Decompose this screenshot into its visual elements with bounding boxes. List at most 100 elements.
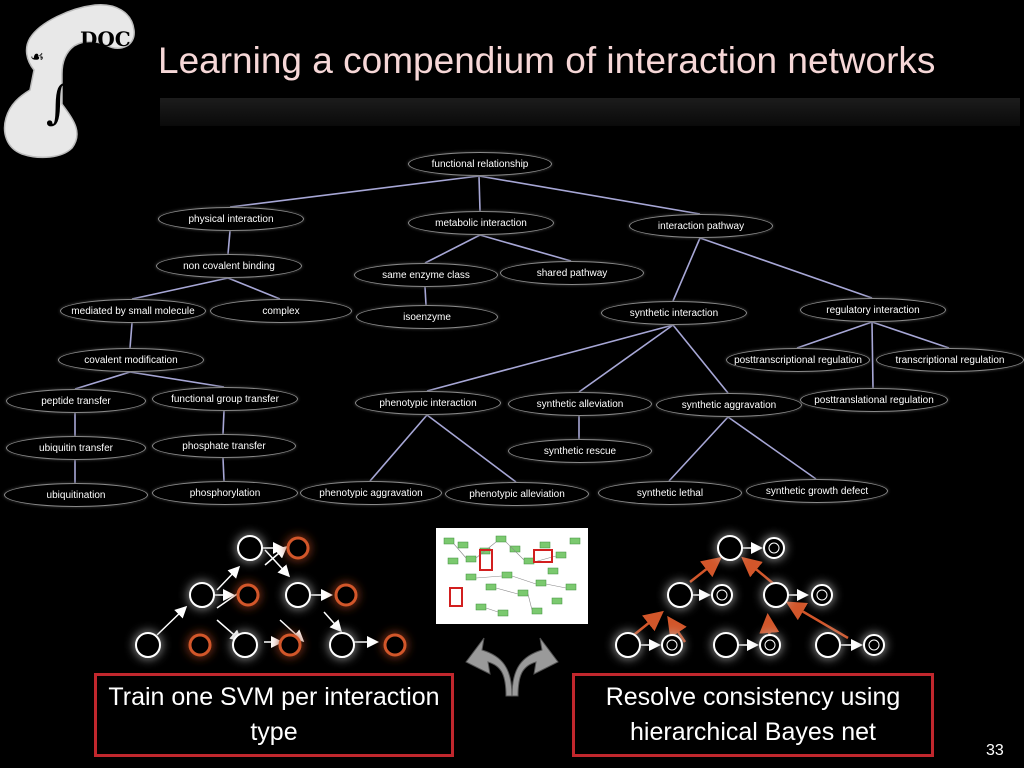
ontology-node-metabolic-interaction: metabolic interaction — [408, 211, 554, 235]
ontology-node-non-covalent-binding: non covalent binding — [156, 254, 302, 278]
ontology-edge — [478, 175, 701, 215]
svm-node — [334, 583, 358, 607]
page-number: 33 — [986, 742, 1004, 759]
ontology-node-posttranslational-regulation: posttranslational regulation — [800, 388, 948, 412]
bayes-node — [759, 634, 781, 656]
ontology-edge — [426, 414, 517, 483]
svm-node — [383, 633, 407, 657]
edge-arrow — [264, 546, 288, 566]
network-node — [237, 535, 263, 561]
orange-edge-arrow — [689, 556, 722, 583]
svg-text:☙: ☙ — [30, 47, 44, 66]
ontology-edge — [222, 457, 225, 482]
ontology-edge — [424, 286, 427, 306]
bayes-callout: Resolve consistency using hierarchical B… — [572, 673, 934, 757]
ontology-node-phenotypic-aggravation: phenotypic aggravation — [300, 481, 442, 505]
ontology-node-covalent-modification: covalent modification — [58, 348, 204, 372]
svm-node — [286, 536, 310, 560]
ontology-node-mediated-by-small-molecule: mediated by small molecule — [60, 299, 206, 323]
bayes-node — [811, 584, 833, 606]
ontology-edge — [672, 237, 701, 302]
ontology-node-regulatory-interaction: regulatory interaction — [800, 298, 946, 322]
network-node — [815, 632, 841, 658]
svm-node — [188, 633, 212, 657]
ontology-edge — [426, 324, 674, 392]
ontology-node-peptide-transfer: peptide transfer — [6, 389, 146, 413]
orange-edge-arrow — [629, 610, 664, 639]
ontology-edge — [668, 416, 729, 482]
ontology-edge — [727, 416, 817, 480]
ontology-node-functional-relationship: functional relationship — [408, 152, 552, 176]
ontology-edge — [369, 414, 428, 482]
ontology-node-complex: complex — [210, 299, 352, 323]
ontology-node-synthetic-growth-defect: synthetic growth defect — [746, 479, 888, 503]
ontology-node-same-enzyme-class: same enzyme class — [354, 263, 498, 287]
ontology-node-shared-pathway: shared pathway — [500, 261, 644, 285]
ontology-node-transcriptional-regulation: transcriptional regulation — [876, 348, 1024, 372]
network-node — [667, 582, 693, 608]
ontology-edge — [229, 175, 480, 208]
ontology-node-phenotypic-alleviation: phenotypic alleviation — [445, 482, 589, 506]
network-node — [135, 632, 161, 658]
logo-icon: ∫ DOC ☙ — [3, 4, 135, 159]
ontology-node-functional-group-transfer: functional group transfer — [152, 387, 298, 411]
ontology-edge — [479, 234, 572, 262]
ontology-edge — [222, 410, 225, 435]
svm-callout: Train one SVM per interaction type — [94, 673, 454, 757]
edge-arrow — [279, 619, 305, 643]
pathway-thumbnail — [436, 528, 588, 624]
ontology-edge — [131, 277, 229, 300]
ontology-node-interaction-pathway: interaction pathway — [629, 214, 773, 238]
ontology-edge — [424, 234, 481, 264]
title-underline — [160, 98, 1020, 126]
ontology-node-synthetic-aggravation: synthetic aggravation — [656, 393, 802, 417]
edge-arrow — [264, 549, 291, 578]
network-node — [713, 632, 739, 658]
svm-node — [236, 583, 260, 607]
ontology-node-ubiquitin-transfer: ubiquitin transfer — [6, 436, 146, 460]
network-node — [615, 632, 641, 658]
svm-network-diagram — [135, 535, 407, 658]
bayes-node — [711, 584, 733, 606]
ontology-edge — [227, 277, 281, 300]
ontology-edge — [672, 324, 729, 394]
network-node — [763, 582, 789, 608]
edge-arrow — [323, 611, 342, 633]
pathway-thumbnail-graphic — [443, 535, 581, 617]
svg-text:∫: ∫ — [46, 75, 70, 129]
ontology-edge — [227, 230, 231, 255]
ontology-node-synthetic-alleviation: synthetic alleviation — [508, 392, 652, 416]
orange-edge-arrow — [667, 615, 687, 643]
ontology-edge — [129, 322, 133, 349]
ontology-edge — [871, 321, 874, 389]
ontology-node-synthetic-lethal: synthetic lethal — [598, 481, 742, 505]
ontology-node-synthetic-rescue: synthetic rescue — [508, 439, 652, 463]
network-node — [232, 632, 258, 658]
network-node — [717, 535, 743, 561]
slide-title: Learning a compendium of interaction net… — [158, 40, 936, 81]
ontology-node-posttranscriptional-regulation: posttranscriptional regulation — [726, 348, 870, 372]
ontology-edge — [129, 371, 225, 388]
network-node — [189, 582, 215, 608]
ontology-edge — [578, 324, 674, 393]
bayes-network-diagram — [615, 535, 885, 658]
ontology-edge — [796, 321, 873, 349]
ontology-node-phosphate-transfer: phosphate transfer — [152, 434, 296, 458]
bayes-node — [661, 634, 683, 656]
ontology-node-phosphorylation: phosphorylation — [152, 481, 298, 505]
bayes-node — [763, 537, 785, 559]
ontology-node-ubiquitination: ubiquitination — [4, 483, 148, 507]
network-node — [329, 632, 355, 658]
ontology-edge — [74, 371, 131, 390]
ontology-edge — [699, 237, 873, 299]
ontology-edge — [478, 175, 481, 212]
svm-node — [278, 633, 302, 657]
network-node — [285, 582, 311, 608]
ontology-node-phenotypic-interaction: phenotypic interaction — [355, 391, 501, 415]
svg-text:DOC: DOC — [80, 27, 131, 51]
edge-arrow — [156, 605, 188, 636]
ontology-edge — [871, 321, 950, 349]
bayes-node — [863, 634, 885, 656]
orange-edge-arrow — [741, 556, 776, 586]
curved-double-arrow-icon — [465, 637, 559, 697]
